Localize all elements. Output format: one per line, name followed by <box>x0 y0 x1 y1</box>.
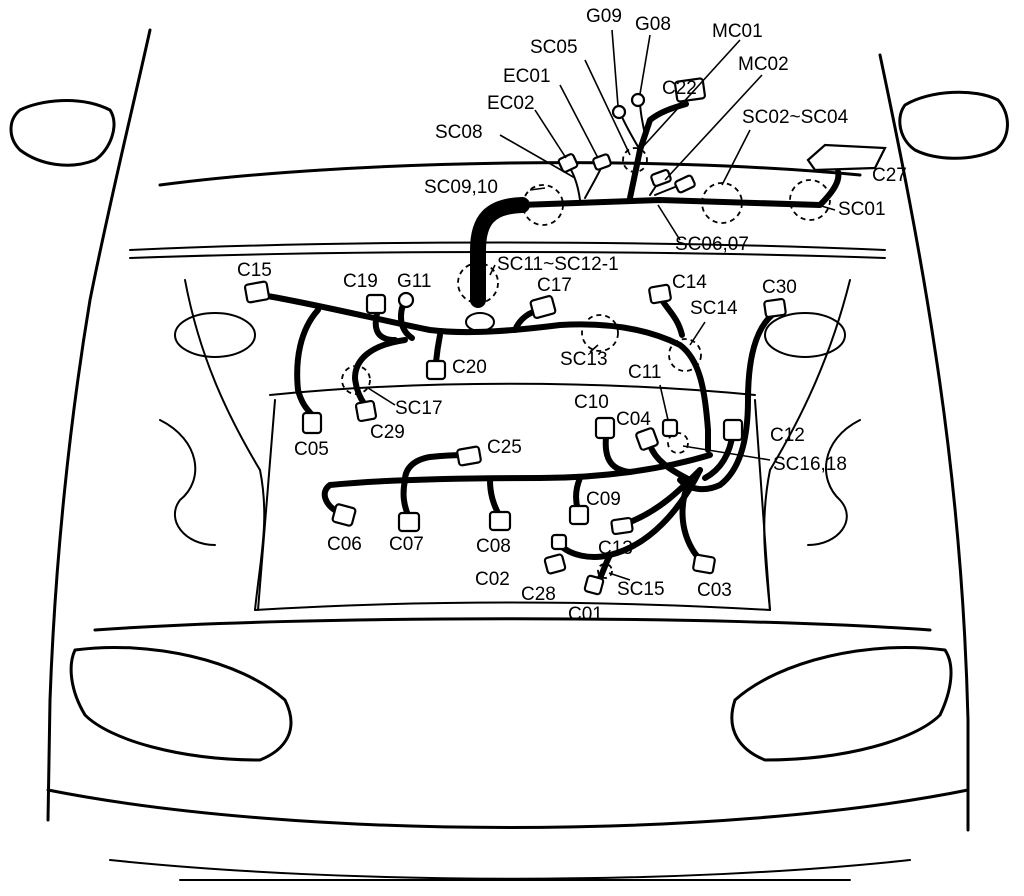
splice-sc13 <box>581 314 619 352</box>
label-c13: C13 <box>598 538 633 559</box>
connectors <box>243 77 887 596</box>
label-c01: C01 <box>568 604 603 625</box>
label-ec02: EC02 <box>487 93 535 114</box>
label-ec01: EC01 <box>503 66 551 87</box>
connector-c19 <box>365 293 387 315</box>
labels: G09 G08 MC01 SC05 MC02 EC01 C22 EC02 SC0… <box>237 6 907 625</box>
connector-c22 <box>674 77 706 103</box>
connector-c12 <box>722 418 744 442</box>
label-c07: C07 <box>389 534 424 555</box>
label-g11: G11 <box>397 271 432 292</box>
label-sc16-18: SC16,18 <box>773 454 847 475</box>
connector-c27 <box>806 143 887 172</box>
splice-sc14 <box>668 338 702 372</box>
label-c25: C25 <box>487 437 522 458</box>
label-c09: C09 <box>586 489 621 510</box>
splice-sc05 <box>622 147 648 173</box>
connector-ec01 <box>592 153 612 171</box>
splice-sc17 <box>341 365 371 395</box>
label-g09: G09 <box>586 6 622 27</box>
connector-mc01 <box>650 169 672 187</box>
label-sc06-07: SC06,07 <box>675 234 749 255</box>
splice-markers <box>341 147 831 579</box>
label-c10: C10 <box>574 392 609 413</box>
connector-c17 <box>529 295 557 319</box>
label-c08: C08 <box>476 536 511 557</box>
connector-c10 <box>594 416 616 440</box>
splice-sc15 <box>597 563 613 579</box>
label-c22: C22 <box>662 78 697 99</box>
connector-c02 <box>550 533 568 551</box>
splice-sc09-10 <box>522 184 564 226</box>
connector-c09 <box>568 504 590 526</box>
connector-c07 <box>397 511 421 533</box>
connector-c03 <box>692 553 716 575</box>
connector-c13 <box>610 516 634 536</box>
splice-sc02-sc04 <box>701 182 743 224</box>
label-c17: C17 <box>537 275 572 296</box>
splice-sc01 <box>789 179 831 221</box>
splice-sc11-sc12-1 <box>457 262 499 304</box>
label-sc14: SC14 <box>690 298 738 319</box>
label-g08: G08 <box>635 14 671 35</box>
label-c19: C19 <box>343 271 378 292</box>
label-sc02-sc04: SC02~SC04 <box>742 107 849 128</box>
connector-c04 <box>635 427 659 451</box>
connector-c20 <box>425 359 447 381</box>
ground-g11 <box>397 291 415 309</box>
label-c15: C15 <box>237 260 272 281</box>
label-sc05: SC05 <box>530 37 578 58</box>
label-c27: C27 <box>872 165 907 186</box>
connector-c30 <box>763 297 787 319</box>
connector-c08 <box>488 510 512 532</box>
label-c30: C30 <box>762 277 797 298</box>
label-c04: C04 <box>616 409 651 430</box>
label-c02: C02 <box>475 569 510 590</box>
label-c12: C12 <box>770 425 805 446</box>
car-body-outline <box>9 28 1009 881</box>
connector-c29 <box>354 399 378 423</box>
leader-lines <box>367 29 836 581</box>
label-sc13: SC13 <box>560 349 608 370</box>
label-c11: C11 <box>628 362 661 383</box>
label-mc02: MC02 <box>738 54 789 75</box>
label-sc15: SC15 <box>617 579 665 600</box>
label-c28: C28 <box>521 584 556 605</box>
connector-c28 <box>543 553 567 575</box>
connector-c11 <box>661 418 679 438</box>
label-c06: C06 <box>327 534 362 555</box>
ground-g08 <box>630 92 646 108</box>
label-c14: C14 <box>672 272 707 293</box>
connector-c05 <box>301 411 323 435</box>
label-sc09-10: SC09,10 <box>424 177 498 198</box>
label-c20: C20 <box>452 357 487 378</box>
label-c05: C05 <box>294 439 329 460</box>
connector-c06 <box>331 503 357 527</box>
connector-c01 <box>583 574 605 596</box>
ground-g09 <box>611 104 627 120</box>
label-c29: C29 <box>370 422 405 443</box>
connector-c14 <box>648 283 672 305</box>
connector-c15 <box>243 280 271 304</box>
label-mc01: MC01 <box>712 21 763 42</box>
label-sc08: SC08 <box>435 122 483 143</box>
connector-mc02 <box>674 174 696 194</box>
label-sc17: SC17 <box>395 398 443 419</box>
label-sc01: SC01 <box>838 199 886 220</box>
label-c03: C03 <box>697 580 732 601</box>
connector-c25 <box>456 445 482 467</box>
label-sc11-sc12-1: SC11~SC12-1 <box>497 254 619 275</box>
